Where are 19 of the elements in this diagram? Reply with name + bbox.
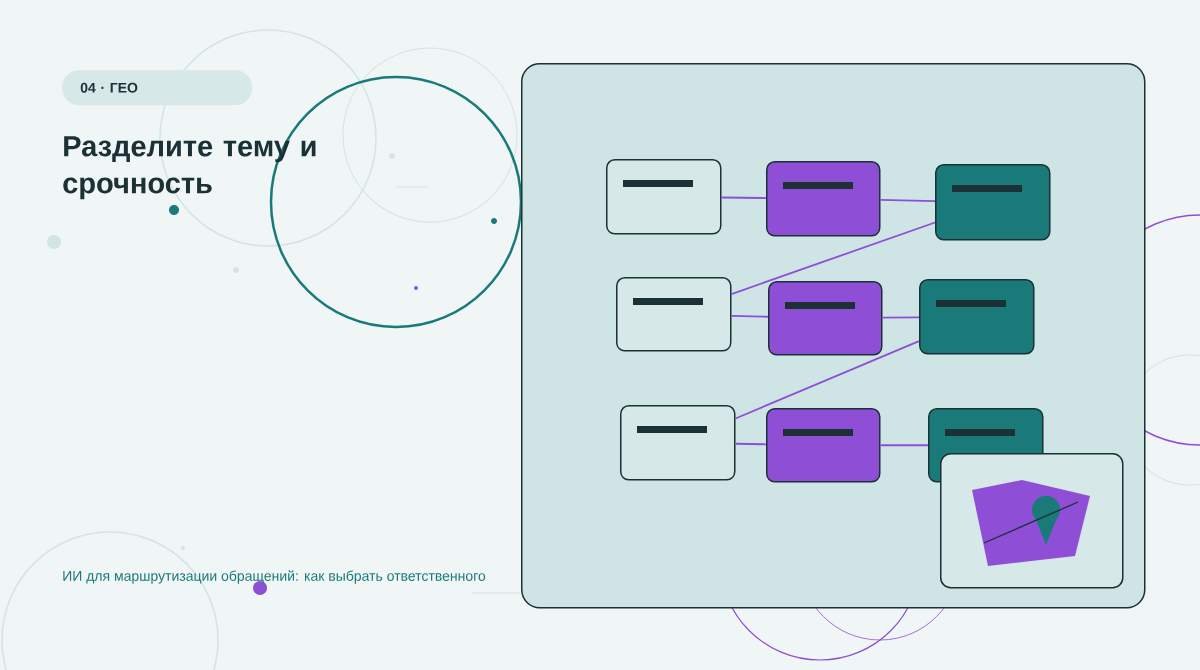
process-box [766,408,881,483]
caption: ИИ для маршрутизации обращений: как выбрать ответственного [63,570,486,584]
connector-line [879,199,936,202]
process-box [919,279,1035,355]
process-box [620,405,736,481]
process-box [768,281,883,356]
process-box [766,161,881,237]
section-badge: 04 · ГЕО [62,70,253,106]
connector-line [730,314,769,318]
connector-line [720,196,767,199]
connector-line [734,442,767,446]
process-box [616,277,732,352]
connector-line [734,340,920,420]
connector-line [879,444,929,447]
connector-line [881,316,920,319]
process-box [606,159,722,235]
map-card [940,453,1124,589]
process-box [935,164,1051,241]
connector-line [730,221,936,295]
